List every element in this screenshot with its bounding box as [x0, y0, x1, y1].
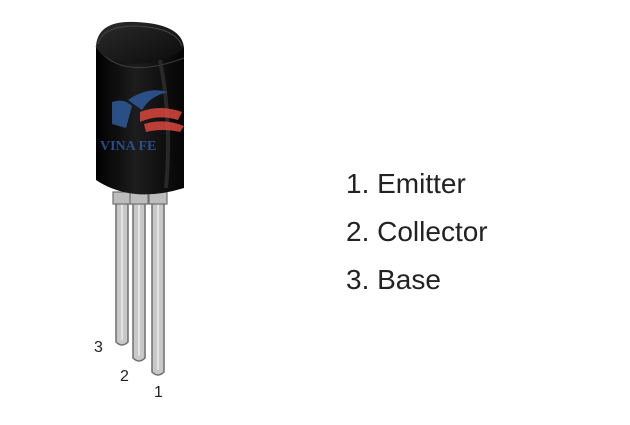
- pin-label-collector: 2. Collector: [346, 216, 488, 247]
- pin-2-lead: [132, 197, 146, 362]
- pin-number-2: 2: [120, 368, 129, 385]
- pinout-list: 1. Emitter 2. Collector 3. Base: [346, 160, 488, 304]
- pin-shoulders: [112, 191, 168, 205]
- pin-3-lead: [115, 197, 129, 346]
- watermark-text: VINA FE: [100, 139, 156, 154]
- pin-1-lead: [151, 197, 165, 376]
- pin-number-3: 3: [94, 339, 103, 356]
- pin-number-1: 1: [154, 384, 163, 401]
- pin-label-base: 3. Base: [346, 264, 441, 295]
- watermark-logo: VINA FE: [100, 90, 184, 154]
- pin-label-emitter: 1. Emitter: [346, 168, 466, 199]
